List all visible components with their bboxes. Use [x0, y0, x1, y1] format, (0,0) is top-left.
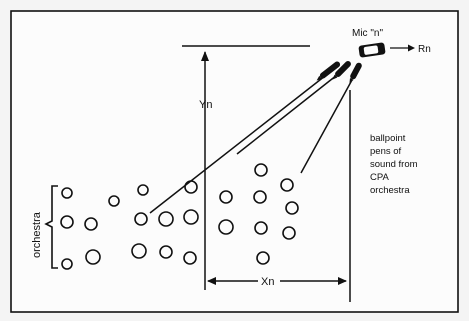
musician-circle	[219, 190, 233, 204]
musician-circle	[254, 221, 268, 235]
note-line: pens of	[370, 146, 402, 157]
sound-ray	[149, 75, 326, 214]
musician-circle	[183, 209, 199, 225]
sound-rays	[149, 74, 353, 214]
yn-label: Yn	[199, 99, 212, 111]
musician-circle	[218, 219, 234, 235]
musician-circle	[60, 215, 74, 229]
musician-circle	[137, 184, 149, 196]
xn-arrowhead-left	[207, 277, 216, 285]
musician-circle	[253, 190, 267, 204]
musician-circle	[108, 195, 120, 207]
pen-icon	[349, 62, 362, 84]
musician-circle	[61, 258, 73, 270]
musician-circle	[256, 251, 270, 265]
musician-circle	[280, 178, 294, 192]
note-line: ballpoint	[370, 133, 406, 144]
rn-arrowhead	[408, 44, 415, 52]
xn-arrowhead-right	[338, 277, 347, 285]
pen-icon	[316, 61, 341, 81]
microphone-icon	[358, 42, 386, 58]
musician-circle	[183, 251, 197, 265]
musician-circle	[285, 201, 299, 215]
musician-circle	[131, 243, 147, 259]
musicians-group	[60, 163, 299, 270]
note-line: sound from	[370, 159, 418, 170]
musician-circle	[254, 163, 268, 177]
orchestra-label: orchestra	[31, 211, 43, 258]
musician-circle	[84, 217, 98, 231]
musician-circle	[282, 226, 296, 240]
note-line: CPA	[370, 172, 389, 183]
note-text: ballpoint pens of sound from CPA orchest…	[370, 133, 418, 196]
musician-circle	[158, 211, 174, 227]
rn-label: Rn	[418, 44, 431, 55]
yn-arrowhead	[201, 51, 209, 61]
pen-icon	[332, 61, 351, 80]
mic-label: Mic "n"	[352, 28, 383, 39]
musician-circle	[85, 249, 101, 265]
diagram-border	[10, 10, 459, 313]
orchestra-brace	[44, 185, 58, 269]
xn-label-mask	[258, 274, 280, 288]
musician-circle	[134, 212, 148, 226]
ballpoint-pens	[316, 61, 362, 84]
musician-circle	[61, 187, 73, 199]
sound-ray	[236, 74, 338, 155]
sound-ray	[300, 79, 353, 174]
musician-circle	[159, 245, 173, 259]
xn-label: Xn	[261, 276, 274, 288]
note-line: orchestra	[370, 185, 410, 196]
